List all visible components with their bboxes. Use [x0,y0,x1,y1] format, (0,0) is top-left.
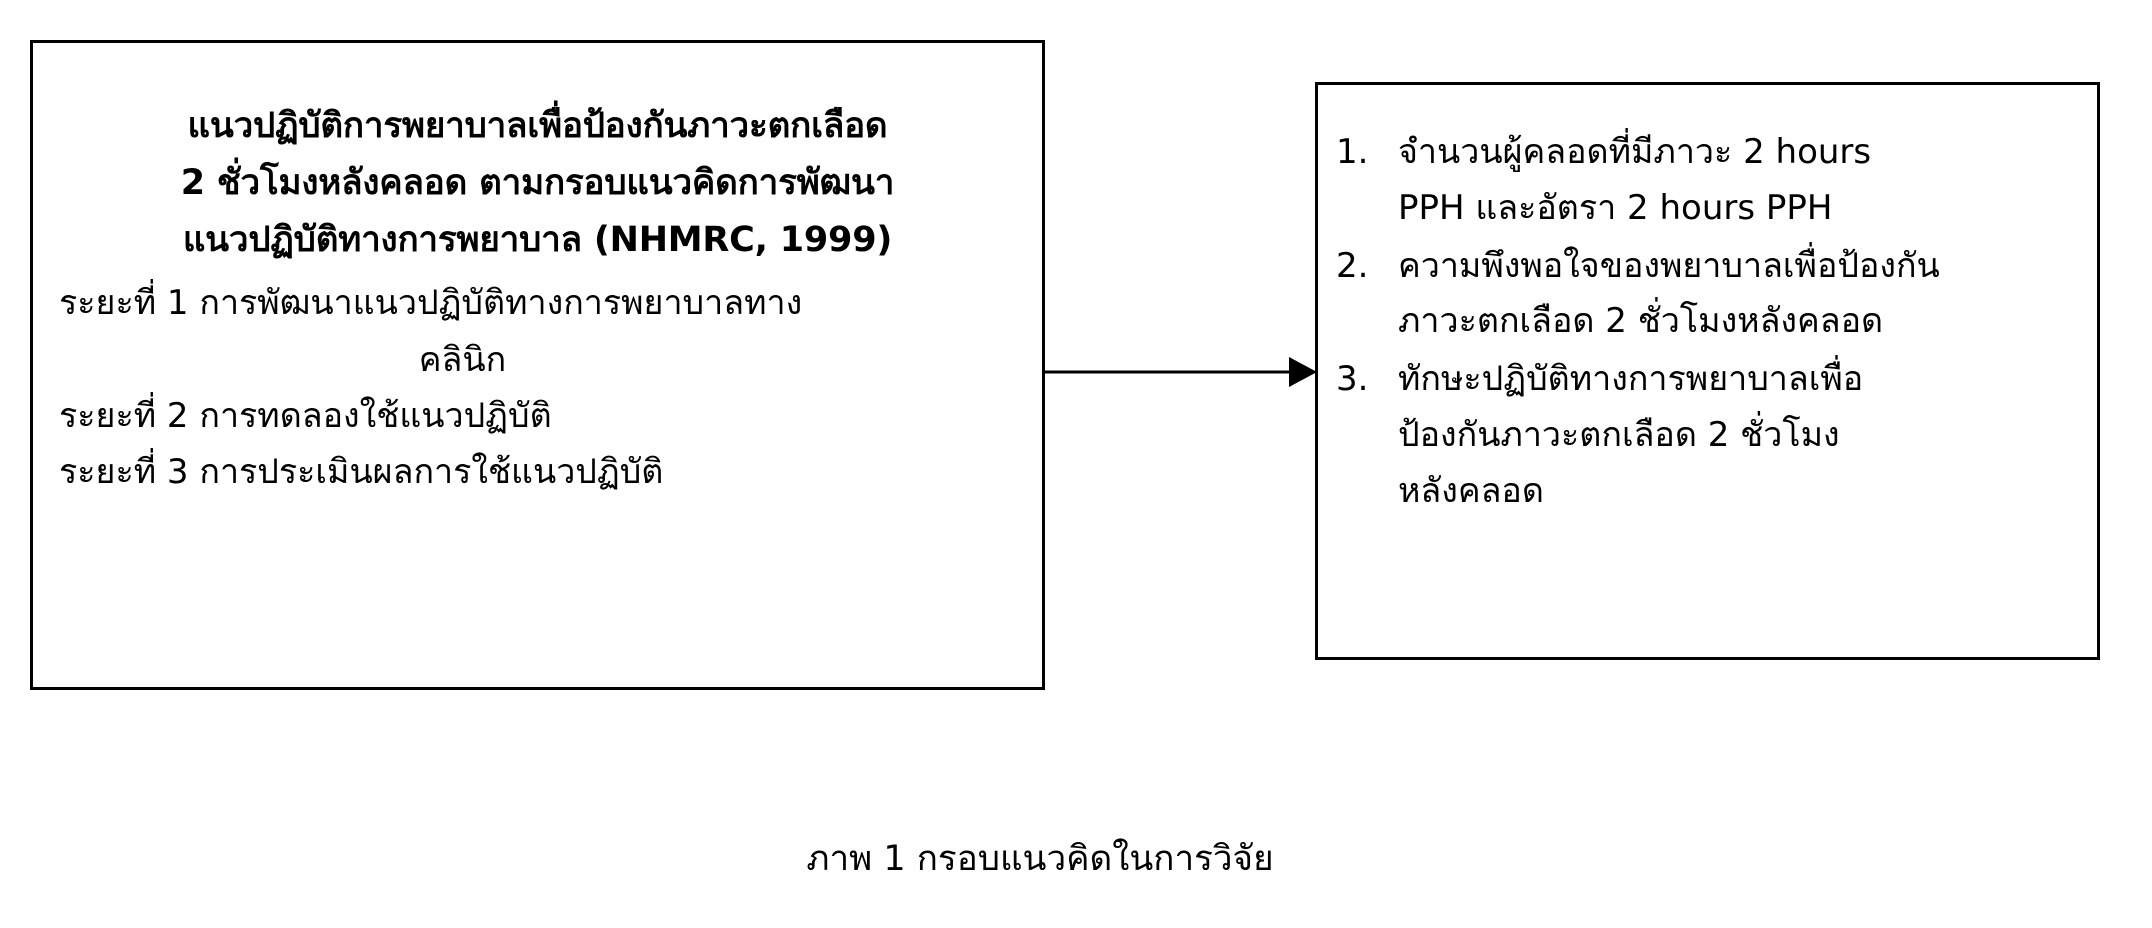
outcome-item-1: 1. จำนวนผู้คลอดที่มีภาวะ 2 hours PPH และ… [1336,125,2079,237]
outcome-1-marker: 1. [1336,132,1369,172]
phase-2-line-1: ระยะที่ 2 การทดลองใช้แนวปฏิบัติ [59,396,552,437]
figure-caption: ภาพ 1 กรอบแนวคิดในการวิจัย [806,839,1274,879]
phase-1-line-1: ระยะที่ 1 การพัฒนาแนวปฏิบัติทางการพยาบาล… [59,283,803,324]
outcome-3-line-2: ป้องกันภาวะตกเลือด 2 ชั่วโมง [1398,414,1840,455]
intervention-title-line-1: แนวปฏิบัติการพยาบาลเพื่อป้องกันภาวะตกเลื… [187,106,888,146]
intervention-title-line-2: 2 ชั่วโมงหลังคลอด ตามกรอบแนวคิดการพัฒนา [180,163,895,204]
outcome-item-3: 3. ทักษะปฏิบัติทางการพยาบาลเพื่อ ป้องกัน… [1336,352,2079,519]
outcome-1-line-2: PPH และอัตรา 2 hours PPH [1398,187,1833,228]
outcome-3-line-1: ทักษะปฏิบัติทางการพยาบาลเพื่อ [1398,359,1864,399]
phase-item-2: ระยะที่ 2 การทดลองใช้แนวปฏิบัติ [59,388,1016,444]
outcome-list: 1. จำนวนผู้คลอดที่มีภาวะ 2 hours PPH และ… [1336,125,2079,519]
outcome-2-line-2: ภาวะตกเลือด 2 ชั่วโมงหลังคลอด [1398,301,1884,342]
phase-item-1: ระยะที่ 1 การพัฒนาแนวปฏิบัติทางการพยาบาล… [59,275,1016,388]
right-arrow-icon [1045,352,1317,392]
outcomes-box: 1. จำนวนผู้คลอดที่มีภาวะ 2 hours PPH และ… [1315,82,2100,660]
outcome-2-marker: 2. [1336,245,1369,286]
phase-3-line-1: ระยะที่ 3 การประเมินผลการใช้แนวปฏิบัติ [59,452,664,493]
outcome-3-marker: 3. [1336,359,1369,399]
outcome-2-body: ความพึงพอใจของพยาบาลเพื่อป้องกัน ภาวะตกเ… [1398,239,2079,351]
outcome-1-line-1: จำนวนผู้คลอดที่มีภาวะ 2 hours [1398,132,1872,172]
phase-item-3: ระยะที่ 3 การประเมินผลการใช้แนวปฏิบัติ [59,444,1016,500]
outcome-item-2: 2. ความพึงพอใจของพยาบาลเพื่อป้องกัน ภาวะ… [1336,239,2079,351]
outcome-2-line-1: ความพึงพอใจของพยาบาลเพื่อป้องกัน [1398,245,1940,286]
intervention-box: แนวปฏิบัติการพยาบาลเพื่อป้องกันภาวะตกเลื… [30,40,1045,690]
intervention-title-line-3: แนวปฏิบัติทางการพยาบาล (NHMRC, 1999) [182,220,893,261]
phase-list: ระยะที่ 1 การพัฒนาแนวปฏิบัติทางการพยาบาล… [59,275,1016,501]
outcome-3-body: ทักษะปฏิบัติทางการพยาบาลเพื่อ ป้องกันภาว… [1398,352,2079,519]
phase-1-line-2: คลินิก [418,339,507,380]
outcome-3-line-3: หลังคลอด [1398,470,1544,511]
outcome-1-body: จำนวนผู้คลอดที่มีภาวะ 2 hours PPH และอัต… [1398,125,2079,237]
intervention-title: แนวปฏิบัติการพยาบาลเพื่อป้องกันภาวะตกเลื… [59,98,1016,269]
